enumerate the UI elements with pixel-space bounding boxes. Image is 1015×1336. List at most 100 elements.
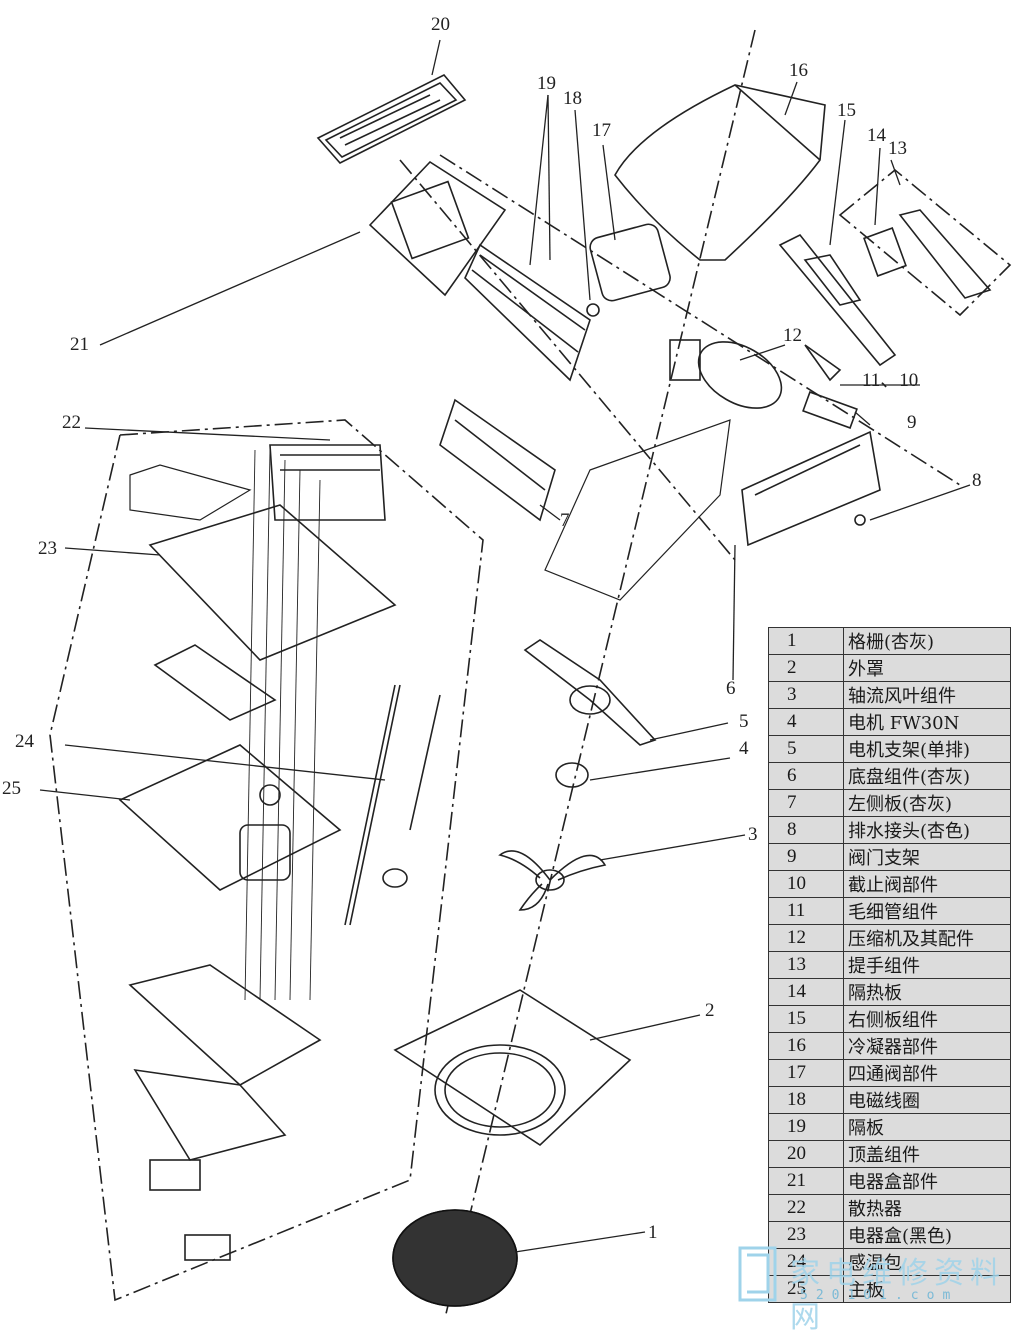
watermark-url: 520101.com (800, 1288, 959, 1303)
callout-3: 3 (748, 824, 758, 845)
part-number: 9 (768, 843, 844, 871)
part-4-motor (555, 762, 589, 788)
part-name: 右侧板组件 (843, 1005, 1011, 1033)
part-24-sensor (344, 684, 441, 926)
callout-14: 14 (867, 125, 886, 146)
part-number: 24 (768, 1248, 844, 1276)
part-25-main-board (118, 744, 342, 891)
part-number: 18 (768, 1086, 844, 1114)
part-name: 轴流风叶组件 (843, 681, 1011, 709)
main-axis-line (444, 29, 756, 1319)
lower-electric-assembly (128, 964, 322, 1261)
callout-9: 9 (907, 412, 917, 433)
part-2-outer-cover (393, 989, 632, 1147)
part-number: 20 (768, 1140, 844, 1168)
callout-5: 5 (739, 711, 749, 732)
part-17-four-way-valve (586, 223, 671, 317)
part-name: 冷凝器部件 (843, 1032, 1011, 1060)
circuit-board-cover (153, 644, 277, 721)
callout-23: 23 (38, 538, 57, 559)
callout-24: 24 (15, 731, 34, 752)
part-number: 4 (768, 708, 844, 736)
part-6-base-tray (732, 430, 881, 681)
part-9-valve-bracket (802, 391, 858, 429)
part-number: 7 (768, 789, 844, 817)
callout-13: 13 (888, 138, 907, 159)
part-name: 压缩机及其配件 (843, 924, 1011, 952)
callout-6: 6 (726, 678, 736, 699)
part-number: 1 (768, 627, 844, 655)
callout-4: 4 (739, 738, 749, 759)
part-name: 电机支架(单排) (843, 735, 1011, 763)
part-number: 21 (768, 1167, 844, 1195)
part-name: 四通阀部件 (843, 1059, 1011, 1087)
callout-18: 18 (563, 88, 582, 109)
part-name: 主板 (843, 1275, 1011, 1303)
callout-11-10: 11、10 (862, 370, 919, 391)
part-name: 截止阀部件 (843, 870, 1011, 898)
part-20-top-cover (316, 74, 467, 164)
part-number: 8 (768, 816, 844, 844)
part-name: 隔热板 (843, 978, 1011, 1006)
part-number: 17 (768, 1059, 844, 1087)
callout-1: 1 (648, 1222, 658, 1243)
part-12-compressor (669, 339, 920, 409)
part-name: 提手组件 (843, 951, 1011, 979)
part-name: 隔板 (843, 1113, 1011, 1141)
part-19-partition (464, 243, 591, 382)
part-name: 电磁线圈 (843, 1086, 1011, 1114)
part-number: 13 (768, 951, 844, 979)
part-number: 25 (768, 1275, 844, 1303)
callout-15: 15 (837, 100, 856, 121)
part-number: 15 (768, 1005, 844, 1033)
part-name: 散热器 (843, 1194, 1011, 1222)
callout-19: 19 (537, 73, 556, 94)
part-name: 电器盒(黑色) (843, 1221, 1011, 1249)
part-15-right-panel (778, 233, 897, 367)
part-name: 感温包 (843, 1248, 1011, 1276)
part-name: 电机 FW30N (843, 708, 1011, 736)
part-3-fan-blade (498, 850, 607, 911)
part-number: 19 (768, 1113, 844, 1141)
callout-7: 7 (560, 510, 570, 531)
part-1-grille (392, 1209, 518, 1307)
part-number: 2 (768, 654, 844, 682)
left-exploded-boundary (49, 419, 484, 1302)
part-name: 排水接头(杏色) (843, 816, 1011, 844)
part-5-motor-bracket (523, 639, 657, 746)
part-number: 22 (768, 1194, 844, 1222)
callout-8: 8 (972, 470, 982, 491)
part-name: 左侧板(杏灰) (843, 789, 1011, 817)
part-name: 外罩 (843, 654, 1011, 682)
callout-21: 21 (70, 334, 89, 355)
part-number: 12 (768, 924, 844, 952)
part-number: 5 (768, 735, 844, 763)
part-name: 电器盒部件 (843, 1167, 1011, 1195)
part-22-23-radiator-box (129, 444, 397, 661)
part-name: 阀门支架 (843, 843, 1011, 871)
part-21-electric-box (99, 160, 507, 346)
part-name: 毛细管组件 (843, 897, 1011, 925)
watermark-logo (738, 1246, 777, 1302)
part-number: 6 (768, 762, 844, 790)
